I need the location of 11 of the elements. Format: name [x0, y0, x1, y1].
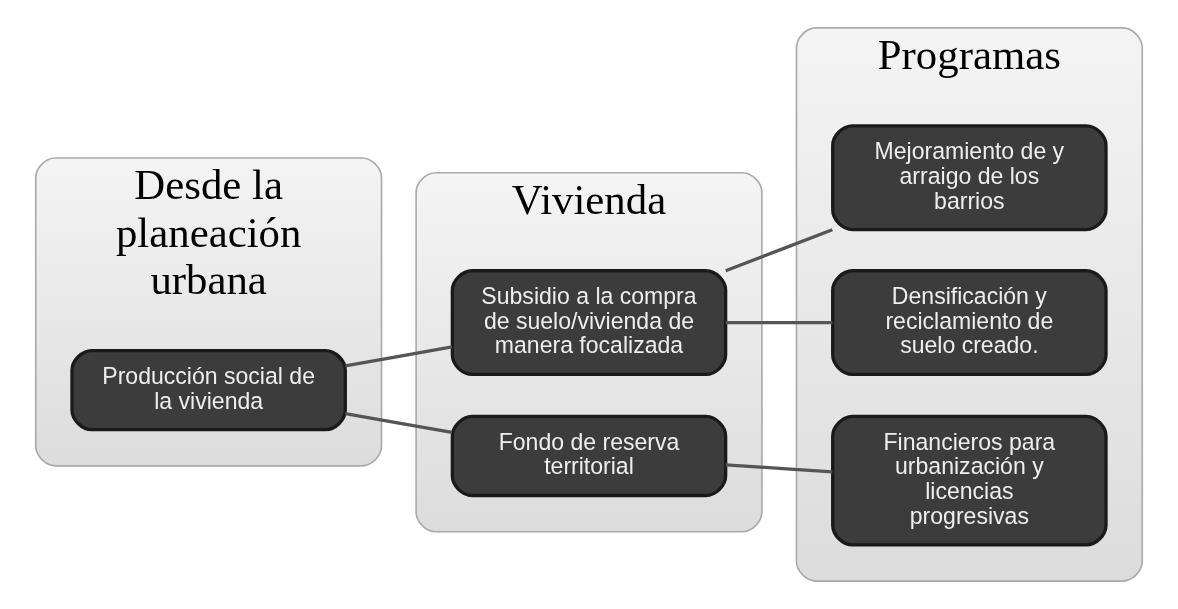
node-box: Fondo de reserva territorial: [450, 414, 728, 498]
connector: [725, 463, 833, 474]
node-box: Financieros para urbanización y licencias progresivas: [831, 414, 1108, 547]
node-box: Producción social de la vivienda: [70, 348, 347, 432]
connector: [725, 320, 833, 325]
connector: [345, 345, 453, 368]
node-box: Densificación y reciclamiento de suelo creado.: [831, 269, 1108, 377]
node-box: Subsidio a la compra de suelo/vivienda de manera focalizada: [450, 269, 728, 377]
connector: [345, 412, 453, 434]
connector: [725, 228, 833, 273]
node-box: Mejoramiento de y arraigo de los barrios: [831, 124, 1108, 232]
